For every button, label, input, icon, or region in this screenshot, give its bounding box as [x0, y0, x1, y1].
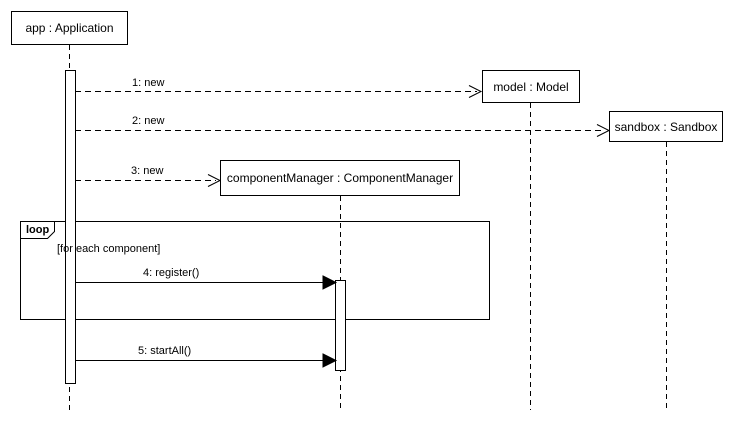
arrowhead-filled-5: [322, 353, 338, 368]
message-label-5-startall: 5: startAll(): [138, 345, 192, 357]
object-box-app: app : Application: [11, 11, 128, 45]
activation-bar-componentmanager: [335, 280, 346, 371]
object-box-componentmanager: componentManager : ComponentManager: [220, 160, 460, 196]
object-box-sandbox: sandbox : Sandbox: [609, 111, 723, 142]
loop-frame: [20, 221, 490, 320]
object-box-model: model : Model: [482, 70, 580, 103]
loop-operator-label: loop: [26, 224, 50, 236]
object-label-model: model : Model: [493, 79, 569, 94]
loop-guard-label: [for each component]: [57, 243, 161, 255]
object-label-app: app : Application: [25, 21, 114, 35]
arrowhead-filled-4: [322, 275, 338, 290]
arrowhead-open-1: [468, 85, 483, 98]
message-label-2-new: 2: new: [132, 115, 165, 127]
activation-bar-app: [65, 70, 76, 384]
message-label-1-new: 1: new: [132, 77, 165, 89]
message-label-4-register: 4: register(): [143, 267, 200, 279]
object-label-sandbox: sandbox : Sandbox: [614, 119, 718, 134]
loop-operator-pentagon: [20, 221, 55, 239]
object-label-componentmanager: componentManager : ComponentManager: [226, 171, 454, 185]
message-label-3-new: 3: new: [131, 165, 164, 177]
